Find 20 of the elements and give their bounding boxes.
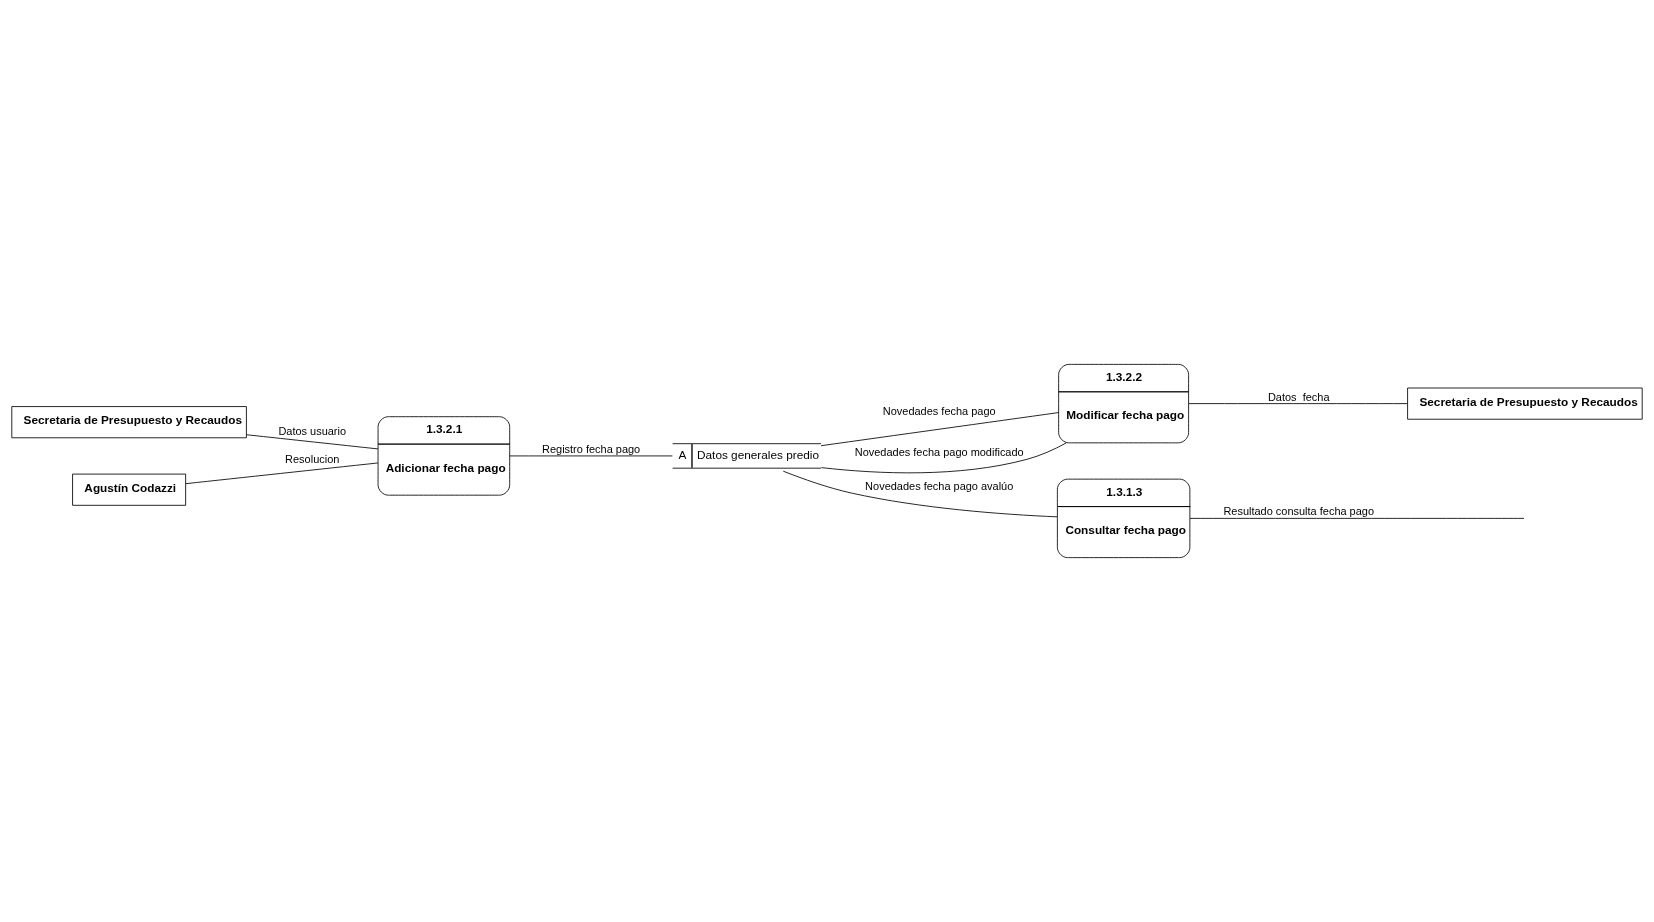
connector (782, 470, 1058, 518)
connector (1189, 517, 1525, 519)
edge-label: Resultado consulta fecha pago (1223, 505, 1375, 518)
node-box: Secretaria de Presupuesto y Recaudos (11, 406, 247, 439)
edge-label: Novedades fecha pago avalúo (865, 480, 1014, 493)
connector (246, 434, 379, 450)
node-text: A Datos generales predio (678, 448, 820, 463)
edge-label: Novedades fecha pago modificado (854, 446, 1024, 459)
connector (820, 442, 1067, 474)
edge-label: Resolucion (285, 453, 340, 466)
edge-label: Datos usuario (278, 425, 347, 438)
node-box: Secretaria de Presupuesto y Recaudos (1407, 387, 1643, 420)
edge-label: Novedades fecha pago (882, 404, 996, 417)
edge-label: Datos fecha (1267, 390, 1330, 403)
connector (509, 455, 673, 457)
connector (185, 462, 379, 485)
connector (820, 412, 1059, 447)
connector (1188, 403, 1408, 405)
edge-label: Registro fecha pago (542, 442, 641, 455)
node-box: Agustín Codazzi (72, 473, 187, 506)
